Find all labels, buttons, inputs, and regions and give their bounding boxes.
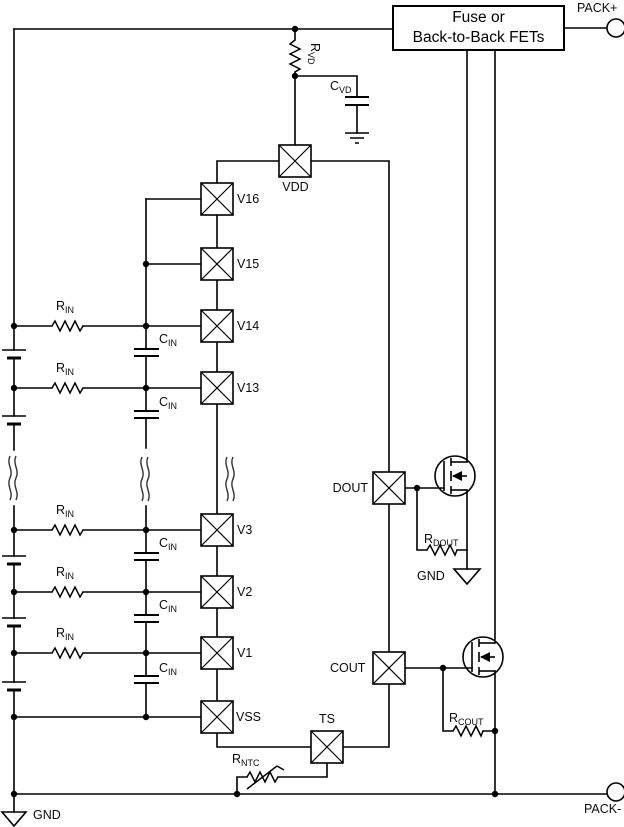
wire-pin-chain	[216, 214, 312, 748]
resistors	[51, 39, 484, 790]
pin-v14	[200, 309, 234, 343]
rin-resistor-1	[51, 646, 84, 660]
ground-symbols	[0, 132, 482, 827]
ts-label: TS	[319, 712, 335, 726]
pin-v16	[200, 182, 234, 216]
protection-block: Fuse or Back-to-Back FETs	[392, 5, 565, 51]
pin-vdd	[278, 144, 312, 178]
gnd-triangle-rdout	[452, 568, 482, 586]
pin-cout	[372, 651, 406, 685]
junction-dots	[10, 25, 499, 798]
rcout-label: RCOUT	[449, 711, 484, 727]
rin-resistor-2	[51, 585, 84, 599]
wire-bottom-rail	[13, 793, 608, 813]
cell-short-plates	[7, 356, 21, 692]
pack-plus-label: PACK+	[577, 1, 618, 15]
pin-v3	[200, 513, 234, 547]
pin-v2	[200, 575, 234, 609]
wire-cout-ts	[342, 683, 390, 748]
rin-label-1: RIN	[56, 626, 75, 642]
break-marks	[8, 455, 235, 502]
gnd-label-bottom: GND	[33, 808, 61, 822]
cvd-label: CVD	[330, 79, 352, 95]
pin-squares	[200, 144, 406, 764]
rin-label-13: RIN	[56, 361, 75, 377]
rdout-label: RDOUT	[424, 532, 459, 548]
rntc-label: RNTC	[232, 752, 260, 768]
wire-rvd-branch	[294, 28, 358, 146]
v14-label: V14	[237, 319, 260, 333]
v1-label: V1	[237, 646, 253, 660]
fet1-arrow	[452, 471, 462, 481]
rin-label-2: RIN	[56, 565, 75, 581]
earth-ground-cvd	[345, 132, 369, 144]
pin-v15	[200, 247, 234, 281]
cin-label-2: CIN	[159, 598, 178, 614]
rin-resistor-14	[51, 319, 84, 333]
rvd-label: RVD	[306, 43, 322, 65]
fet2-arrow	[480, 652, 490, 662]
wire-taps	[13, 198, 202, 718]
rntc-diagonal	[246, 765, 285, 790]
pack-minus-terminal	[606, 782, 624, 802]
cvd-capacitor	[345, 96, 369, 106]
rvd-resistor	[288, 39, 302, 73]
vdd-label: VDD	[282, 180, 309, 194]
dout-mosfet	[434, 455, 476, 497]
rin-label-14: RIN	[56, 299, 75, 315]
battery-cells	[2, 349, 26, 692]
pack-terminals	[606, 18, 624, 802]
wire-vdd-right	[310, 160, 390, 473]
v15-label: V15	[237, 257, 260, 271]
rcout-resistor	[452, 724, 484, 738]
pin-v1	[200, 636, 234, 670]
pack-minus-label: PACK-	[584, 802, 622, 816]
pack-plus-terminal	[606, 18, 624, 38]
pin-v13	[200, 371, 234, 405]
wire-rdout	[416, 487, 468, 551]
protection-block-line2: Back-to-Back FETs	[412, 29, 545, 46]
dout-label: DOUT	[332, 481, 368, 495]
cin-label-13: CIN	[159, 395, 178, 411]
v2-label: V2	[237, 585, 253, 599]
rin-resistor-3	[51, 523, 84, 537]
cout-mosfet	[462, 636, 504, 678]
rdout-resistor	[426, 543, 458, 557]
rin-label-3: RIN	[56, 503, 75, 519]
protection-block-line1: Fuse or	[452, 9, 505, 26]
pin-ts	[310, 730, 344, 764]
cout-label: COUT	[330, 661, 366, 675]
pin-dout	[372, 471, 406, 505]
gnd-label-rdout: GND	[417, 569, 445, 583]
cin-label-1: CIN	[159, 661, 178, 677]
cin-label-14: CIN	[159, 332, 178, 348]
pin-vss	[200, 700, 234, 734]
cin-label-3: CIN	[159, 536, 178, 552]
vss-label: VSS	[236, 710, 262, 724]
gnd-triangle-bottom-left	[0, 811, 28, 827]
v16-label: V16	[237, 192, 260, 206]
cin-capacitors	[134, 348, 159, 684]
cell-long-plates	[2, 349, 26, 683]
v3-label: V3	[237, 523, 253, 537]
v13-label: V13	[237, 381, 260, 395]
wire-ts-rntc	[236, 762, 328, 795]
wire-vdd-left	[216, 160, 280, 184]
rin-resistor-13	[51, 381, 84, 395]
